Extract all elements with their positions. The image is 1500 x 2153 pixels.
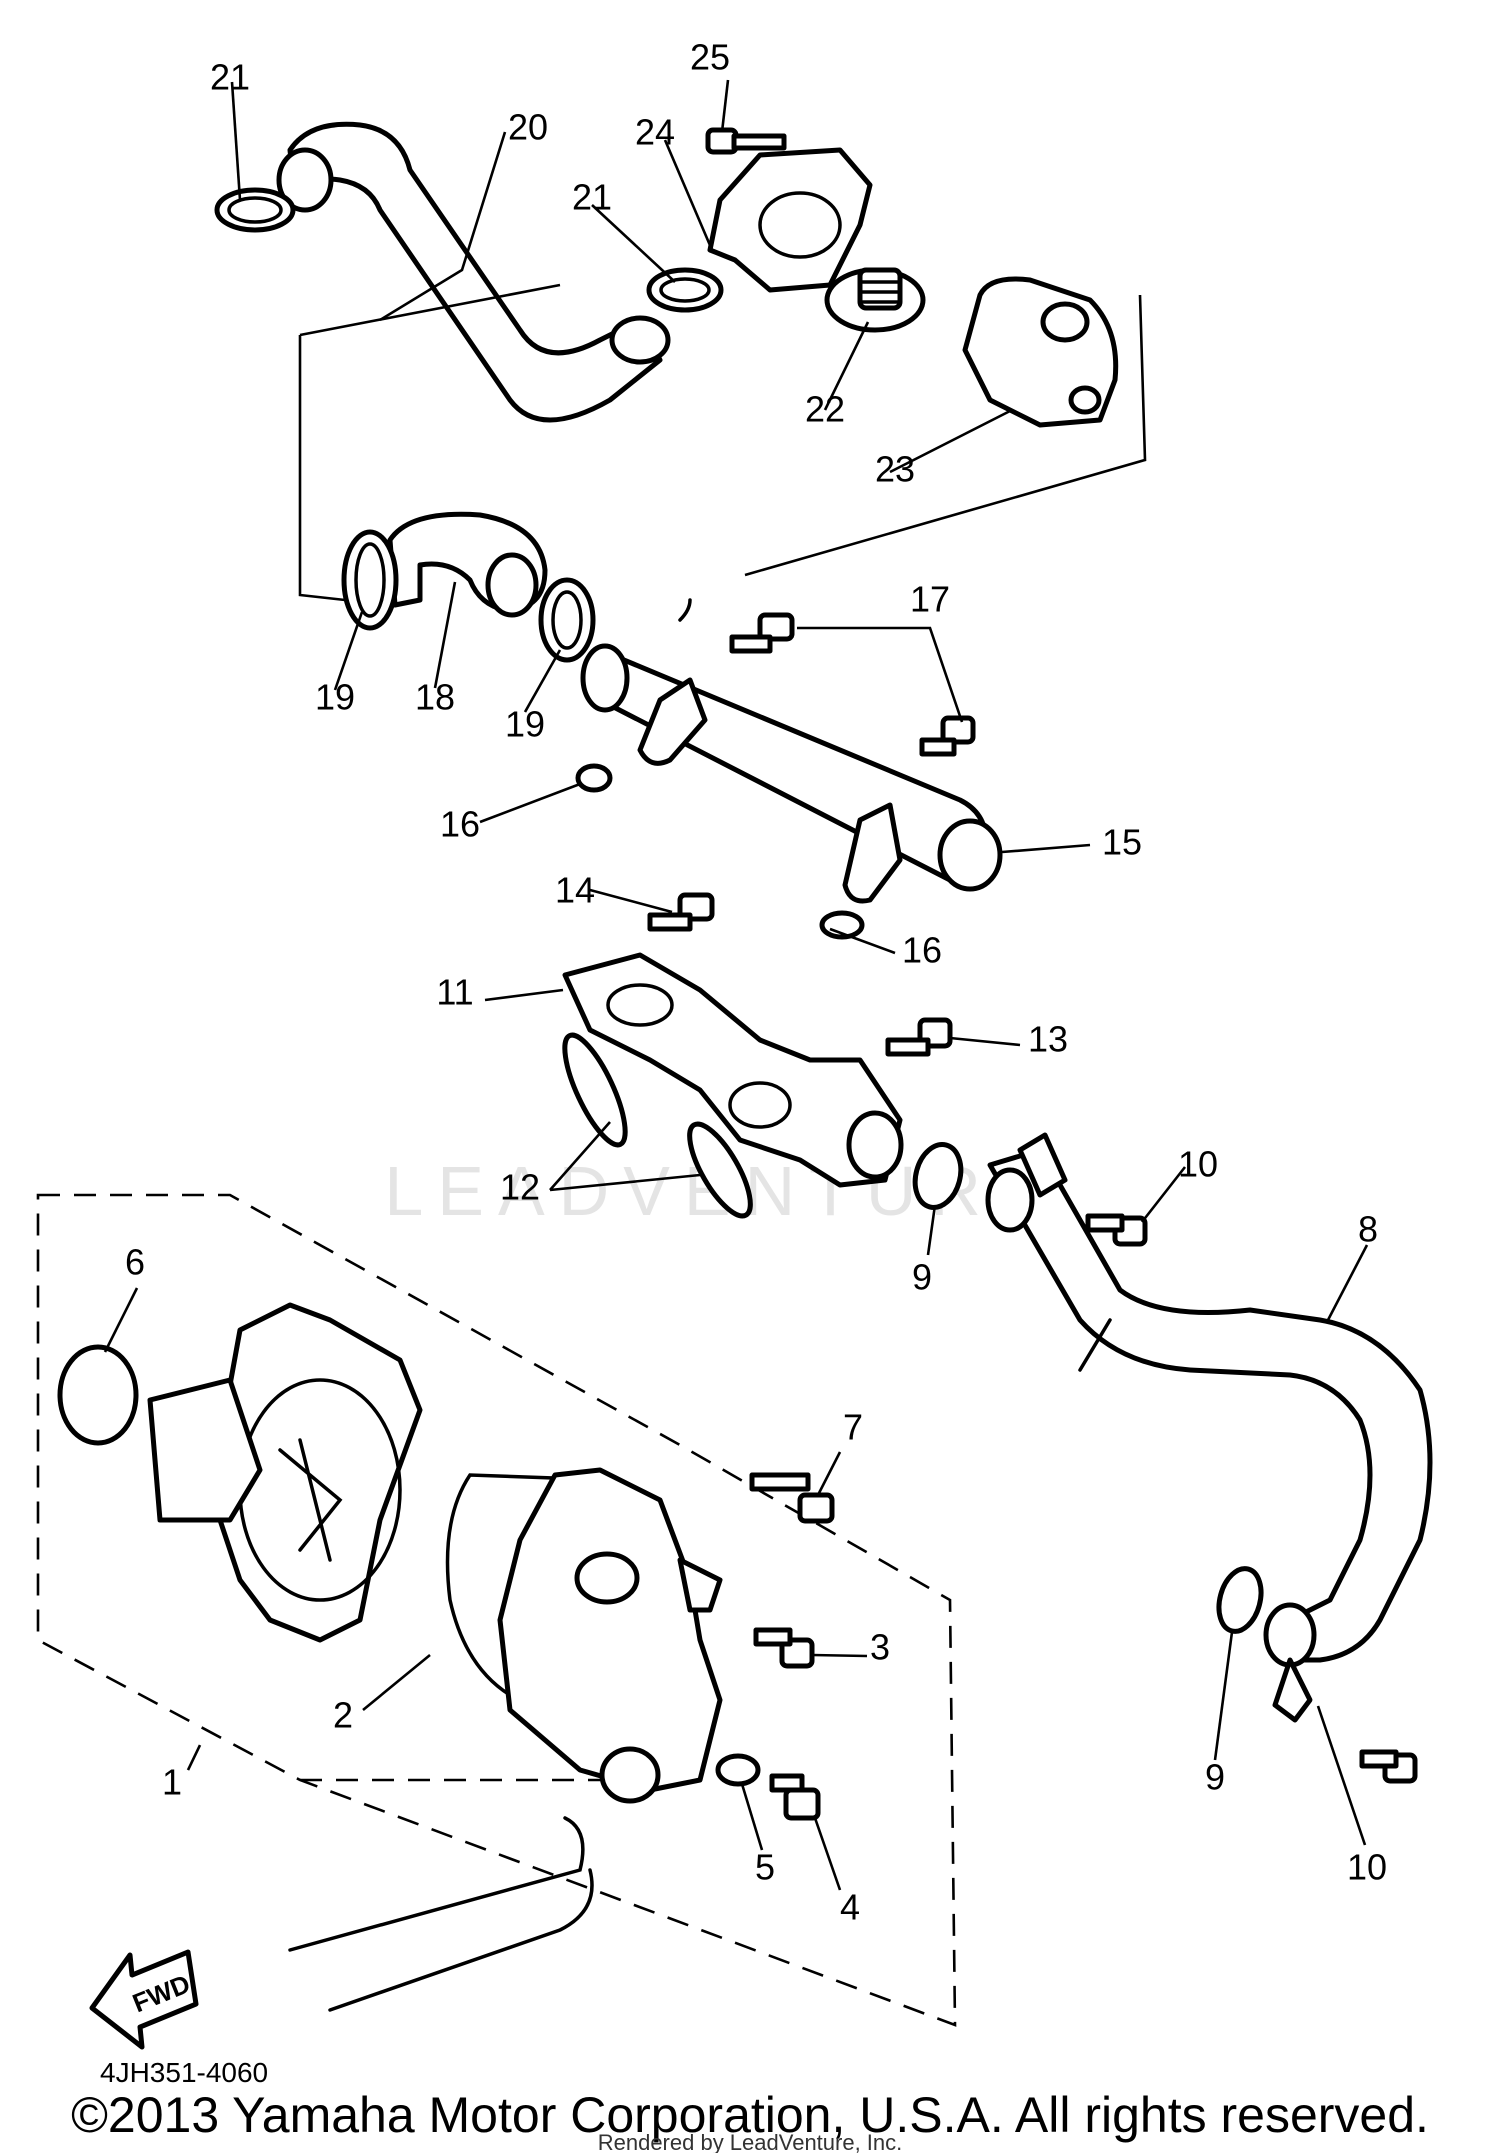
rendered-by-credit: Rendered by LeadVenture, Inc. [598, 2130, 903, 2153]
callout-20: 20 [508, 107, 548, 148]
o-ring-6 [57, 1344, 139, 1446]
part-number: 4JH351-4060 [100, 2057, 268, 2088]
bolt-14 [647, 892, 715, 932]
callout-19-left: 19 [315, 677, 355, 718]
pipe-8 [985, 1132, 1433, 1723]
bolt-17-lower [919, 715, 976, 757]
bolt-17-upper [729, 612, 795, 654]
callout-10-lower: 10 [1347, 1847, 1387, 1888]
callout-15: 15 [1102, 822, 1142, 863]
o-ring-9-upper [912, 1142, 964, 1210]
callout-2: 2 [333, 1695, 353, 1736]
washer-5 [715, 1753, 761, 1787]
impeller-pump-body [147, 1302, 423, 1643]
callout-6: 6 [125, 1242, 145, 1283]
hose-clamp-19-right [538, 577, 596, 663]
callout-23: 23 [875, 449, 915, 490]
callout-9-upper: 9 [912, 1257, 932, 1298]
callout-16-lower: 16 [902, 930, 942, 971]
callout-7: 7 [843, 1407, 863, 1448]
bolt-10-upper [1085, 1213, 1148, 1247]
bolt-10-lower [1359, 1749, 1418, 1784]
callout-14: 14 [555, 870, 595, 911]
bolt-25 [705, 127, 787, 155]
pipe-11 [562, 952, 904, 1188]
callout-1: 1 [162, 1762, 182, 1803]
bolt-3 [753, 1627, 815, 1669]
o-ring-9-lower [1216, 1566, 1264, 1634]
pump-housing [497, 1467, 723, 1804]
bolt-13 [885, 1017, 953, 1057]
callout-17: 17 [910, 579, 950, 620]
callout-16-upper: 16 [440, 804, 480, 845]
callout-21-left: 21 [210, 57, 250, 98]
callout-24: 24 [635, 112, 675, 153]
callout-8: 8 [1358, 1209, 1378, 1250]
callout-4: 4 [840, 1887, 860, 1928]
water-pipe-15 [580, 598, 1003, 904]
callout-11: 11 [436, 972, 473, 1013]
callout-13: 13 [1028, 1019, 1068, 1060]
callout-22: 22 [805, 389, 845, 430]
callout-25: 25 [690, 37, 730, 78]
o-ring-12-upper [562, 1032, 628, 1148]
bolt-4 [769, 1773, 821, 1821]
hose-20 [276, 121, 671, 423]
thermostat-cover-24 [707, 147, 873, 293]
callout-numbers: 1 2 3 4 5 6 7 8 9 9 10 10 11 12 13 14 15… [125, 37, 1387, 1928]
thermostat-housing-23 [962, 276, 1119, 428]
callout-12: 12 [500, 1167, 540, 1208]
callout-19-right: 19 [505, 704, 545, 745]
leader-lines [103, 79, 1369, 1891]
fwd-arrow-icon: FWD [89, 1949, 199, 2050]
callout-10-upper: 10 [1178, 1144, 1218, 1185]
thermostat-22 [824, 267, 926, 333]
hose-clamp-21-left [214, 187, 296, 233]
callout-18: 18 [415, 677, 455, 718]
callout-9-lower: 9 [1205, 1757, 1225, 1798]
bolt-7 [749, 1472, 835, 1524]
o-ring-12-lower [687, 1121, 753, 1219]
copyright-notice: ©2013 Yamaha Motor Corporation, U.S.A. A… [71, 2087, 1429, 2143]
hose-18 [387, 511, 548, 618]
callout-5: 5 [755, 1847, 775, 1888]
hose-clamp-19-left [341, 529, 399, 631]
callout-21-mid: 21 [572, 177, 612, 218]
callout-3: 3 [870, 1627, 890, 1668]
coolant-hose-fragment [288, 1816, 594, 2012]
hose-clamp-21-mid [646, 267, 724, 313]
o-ring-16-upper [575, 763, 613, 793]
assembly-1-outline [36, 1193, 957, 2027]
